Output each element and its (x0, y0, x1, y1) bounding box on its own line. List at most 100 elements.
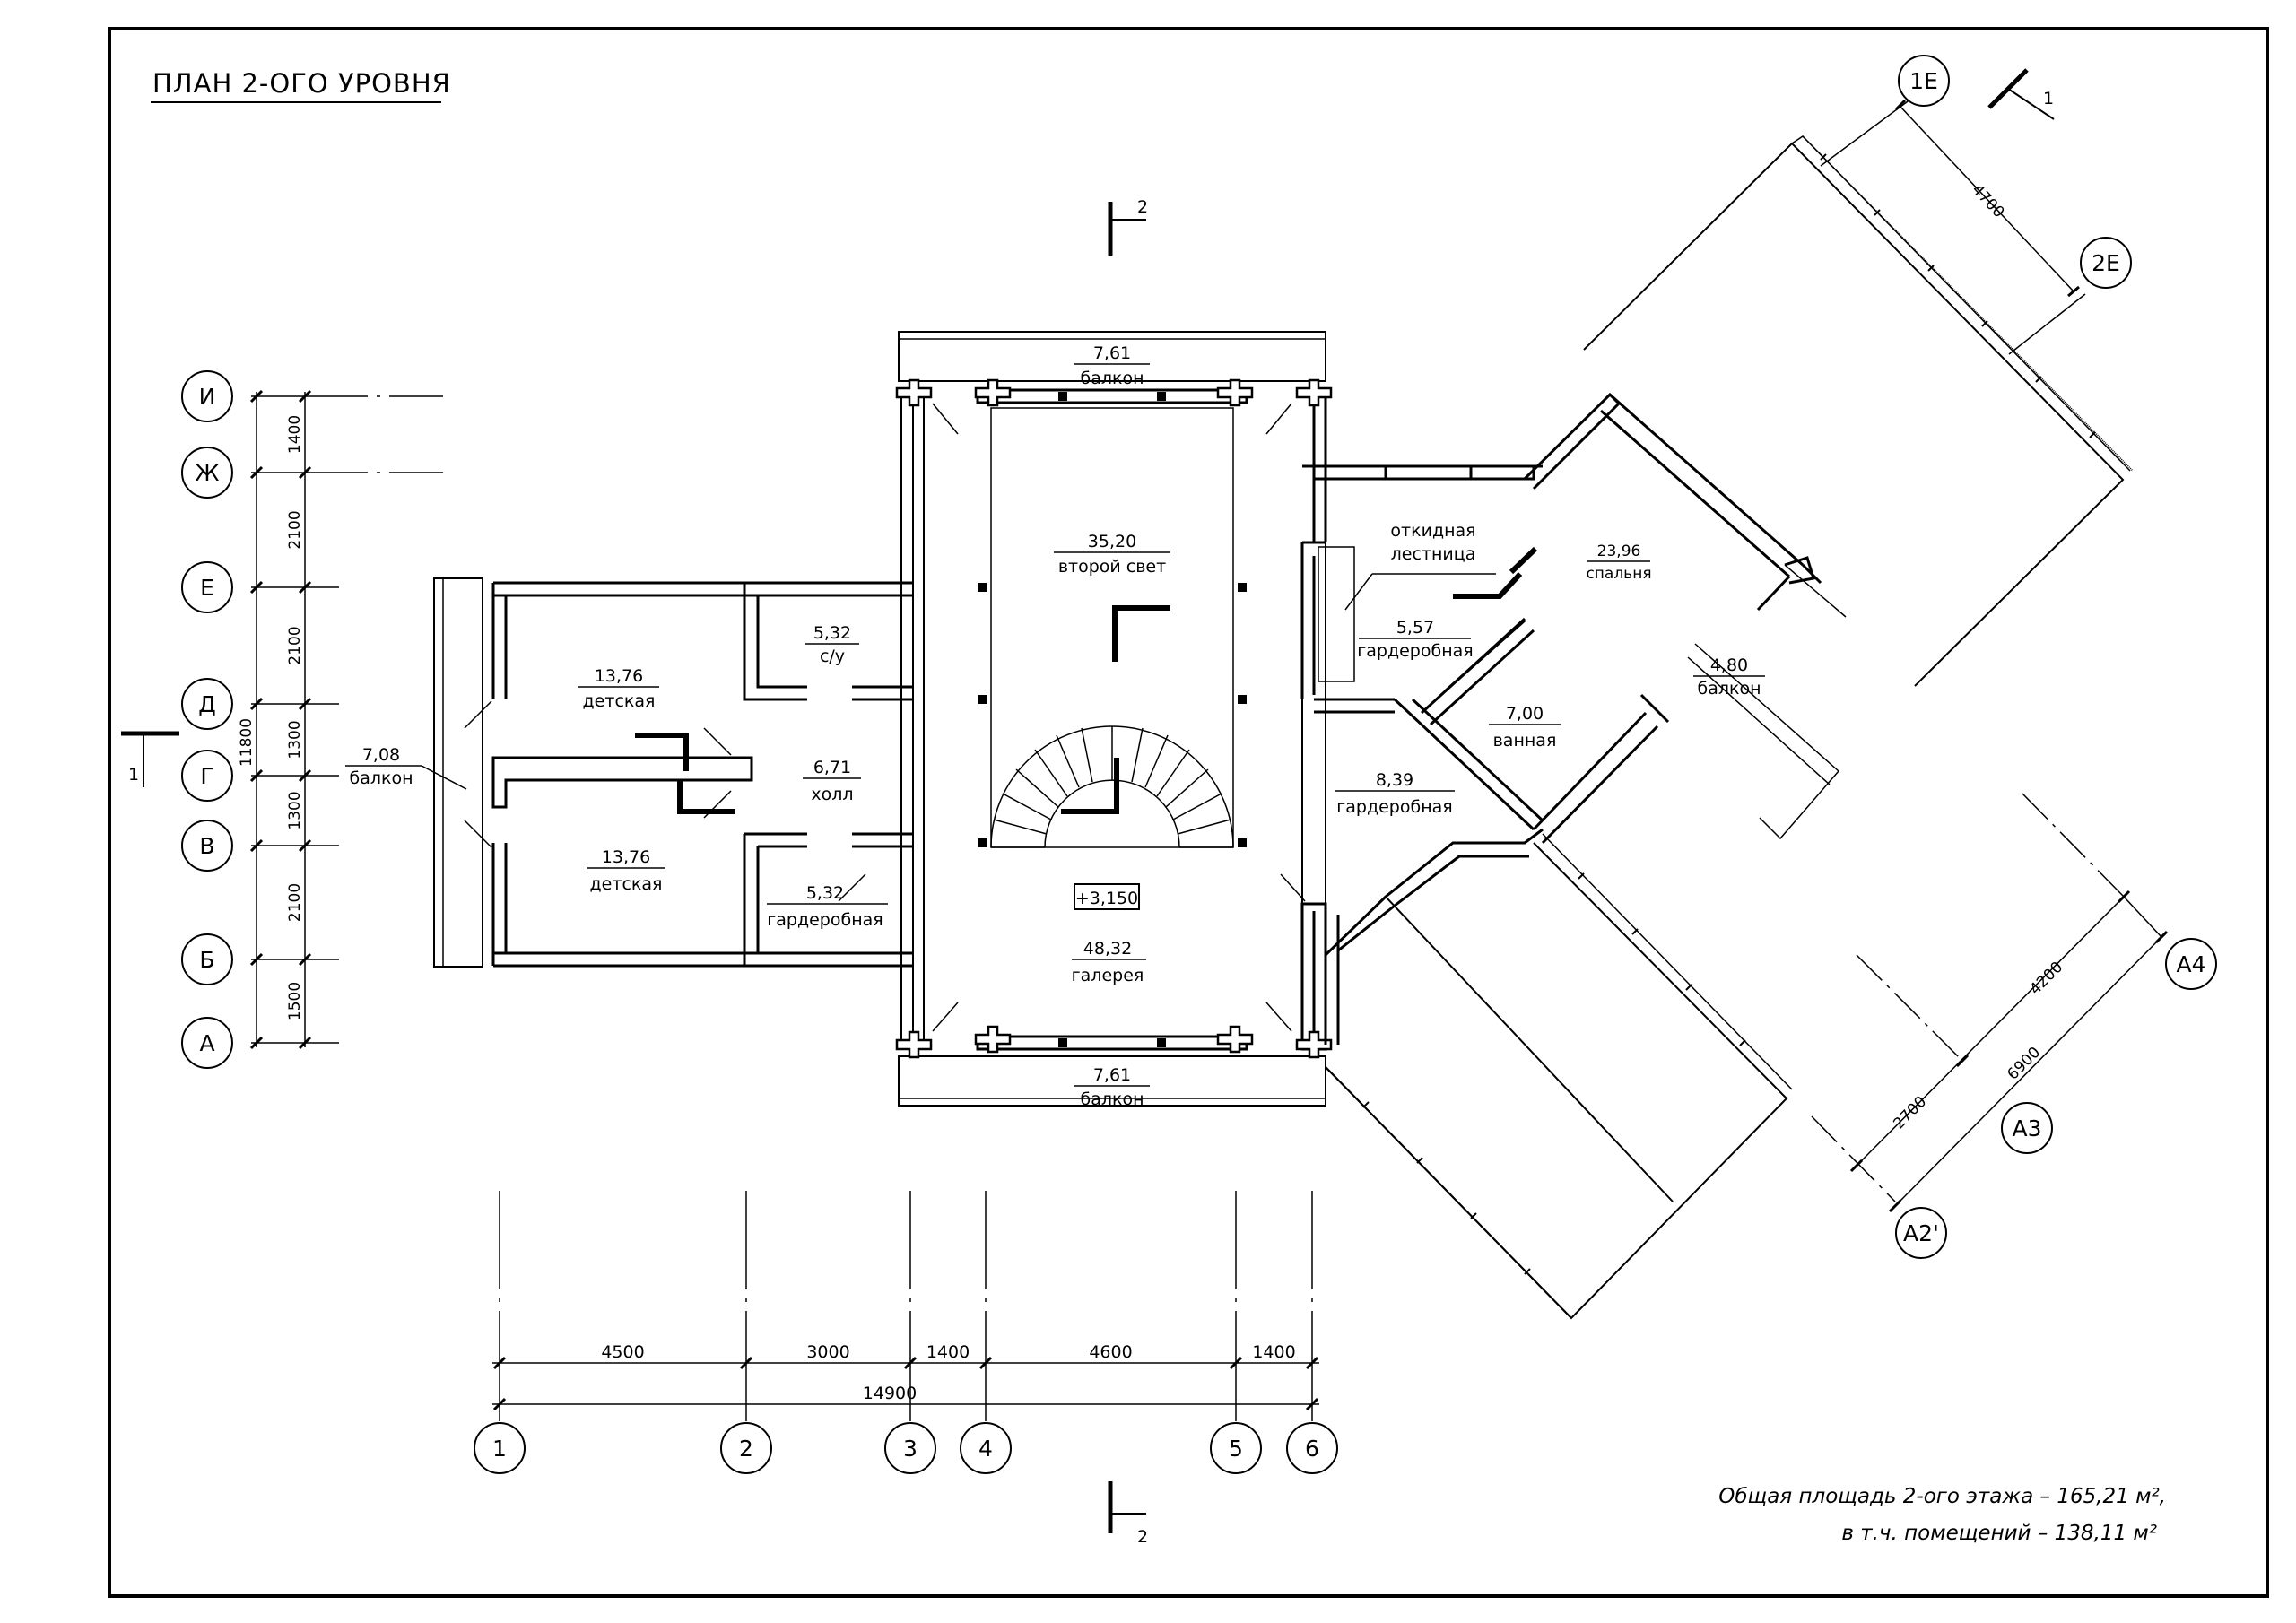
svg-text:спальня: спальня (1586, 565, 1651, 583)
svg-text:4200: 4200 (2026, 959, 2066, 999)
room-kids-1: 13,76 детская (578, 666, 659, 711)
post-marks (978, 392, 1247, 1047)
svg-text:второй свет: второй свет (1058, 557, 1166, 577)
col-axis-bubble (720, 1422, 772, 1474)
col-axis-label: 2 (739, 1436, 753, 1462)
plan-title: ПЛАН 2-ОГО УРОВНЯ (152, 68, 451, 99)
room-labels: 7,61 балкон 35,20 второй свет 13,76 детс… (345, 343, 1765, 1109)
folding-ladder-label: откидная лестница (1390, 521, 1475, 564)
svg-text:6900: 6900 (2004, 1044, 2044, 1084)
svg-text:детская: детская (583, 691, 656, 711)
diagonal-axes-bottom (1811, 793, 2217, 1259)
area-notes: Общая площадь 2-ого этажа – 165,21 м², в… (1718, 1485, 2166, 1545)
svg-text:1Е: 1Е (1909, 68, 1938, 94)
row-axis-label: Б (199, 947, 214, 973)
col-total-value: 14900 (863, 1384, 917, 1403)
bedroom-level-markers (1453, 546, 1538, 599)
room-second-light: 35,20 второй свет (1054, 532, 1170, 577)
room-bath: 7,00 ванная (1489, 704, 1561, 751)
svg-text:1: 1 (128, 765, 139, 785)
row-axis-bubble (181, 370, 233, 422)
row-axis-label: Д (198, 691, 216, 717)
room-balcony-top: 7,61 балкон (1074, 343, 1150, 388)
col-dim-value: 4600 (1089, 1342, 1132, 1362)
row-axis-label: И (199, 384, 216, 410)
section-marker-1-right: 1 (1987, 68, 2055, 120)
col-dim-value: 1400 (1252, 1342, 1295, 1362)
room-wardrobe-small: 5,57 гардеробная (1357, 618, 1473, 661)
svg-text:8,39: 8,39 (1376, 770, 1413, 790)
room-wardrobe-big: 8,39 гардеробная (1335, 770, 1455, 817)
row-axis-bubble (181, 820, 233, 872)
row-axis-bubble (181, 1017, 233, 1069)
col-axis-label: 5 (1229, 1436, 1243, 1462)
svg-text:галерея: галерея (1072, 966, 1144, 985)
svg-text:2: 2 (1137, 1527, 1148, 1547)
row-dim-value: 1300 (286, 720, 304, 759)
row-dim-value: 2100 (286, 883, 304, 922)
left-wing-walls (433, 577, 913, 968)
svg-text:7,61: 7,61 (1093, 343, 1131, 363)
svg-text:лестница: лестница (1391, 544, 1476, 564)
col-dim-tick (1305, 1397, 1319, 1411)
row-axis-bubble (181, 678, 233, 730)
svg-text:А4: А4 (2176, 951, 2205, 977)
room-balcony-left: 7,08 балкон (345, 745, 467, 790)
svg-text:2: 2 (1137, 197, 1148, 217)
row-axis-bubble (181, 933, 233, 985)
row-axis-label: Ж (196, 460, 220, 486)
section-marker-2-bottom: 2 (1108, 1481, 1148, 1547)
svg-text:5,32: 5,32 (813, 623, 851, 643)
svg-text:с/у: с/у (820, 647, 845, 666)
svg-text:балкон: балкон (349, 768, 413, 788)
row-dim-value: 1500 (286, 982, 304, 1020)
col-dim-value: 1400 (926, 1342, 970, 1362)
central-diagonals (932, 403, 1306, 1032)
diagonal-axis-labels: А4 А3 А2' 4200 6900 2700 (1890, 951, 2205, 1246)
row-axis-label: А (199, 1030, 214, 1056)
door-swings-left (464, 700, 866, 902)
svg-text:2700: 2700 (1890, 1093, 1930, 1133)
room-kids-2: 13,76 детская (587, 847, 665, 894)
sheet-frame (108, 27, 2269, 1598)
row-dim-value: 1400 (286, 415, 304, 454)
svg-text:+3,150: +3,150 (1075, 889, 1138, 908)
axis-bubble-A4 (2165, 938, 2217, 990)
section-marker-1-left: 1 (121, 731, 179, 787)
svg-text:холл: холл (811, 785, 853, 804)
svg-text:в т.ч. помещений – 138,11 м²: в т.ч. помещений – 138,11 м² (1841, 1522, 2157, 1545)
svg-text:гардеробная: гардеробная (767, 910, 883, 930)
svg-text:гардеробная: гардеробная (1357, 641, 1473, 661)
diagonal-axes-top: 1Е 2Е 4700 (1820, 55, 2132, 355)
svg-text:6,71: 6,71 (813, 758, 851, 777)
hall-level-markers (635, 733, 735, 814)
col-axis-label: 1 (492, 1436, 507, 1462)
lower-right-ticks (1362, 872, 1746, 1275)
svg-text:23,96: 23,96 (1597, 542, 1641, 560)
upper-right-block (1583, 135, 2134, 687)
col-axis-bubble (960, 1422, 1012, 1474)
col-dim-tick (492, 1397, 507, 1411)
row-axis-label: Г (200, 763, 213, 789)
svg-text:ванная: ванная (1493, 731, 1557, 751)
axis-bubble-1E (1898, 55, 1950, 107)
row-axis-bubble (181, 447, 233, 499)
row-axis-bubble (181, 561, 233, 613)
svg-text:13,76: 13,76 (602, 847, 650, 867)
col-dim-value: 4500 (601, 1342, 644, 1362)
room-bedroom: 23,96 спальня (1586, 542, 1651, 583)
row-dim-value: 2100 (286, 626, 304, 664)
room-gallery: +3,150 48,32 галерея (1072, 889, 1146, 985)
upper-right-ticks (1820, 153, 2096, 438)
axis-bubble-A3 (2001, 1102, 2053, 1154)
row-dim-value: 2100 (286, 510, 304, 549)
section-marker-2-top: 2 (1108, 197, 1148, 256)
col-axis-bubble (1286, 1422, 1338, 1474)
second-light-mark (1112, 605, 1170, 662)
row-total-value: 11800 (238, 718, 256, 767)
stair-landing-mark (1061, 758, 1119, 814)
ladder-pointer (1344, 573, 1373, 611)
axis-bubble-2E (2080, 237, 2132, 289)
svg-text:7,08: 7,08 (362, 745, 400, 765)
